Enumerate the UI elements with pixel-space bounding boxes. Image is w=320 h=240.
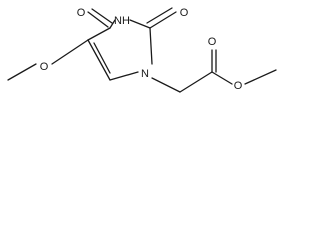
bond-n1-ch2	[151, 77, 181, 93]
bonds	[7, 7, 277, 93]
bond-ch2-c	[179, 71, 213, 93]
atom-label-nh: NH	[114, 15, 130, 27]
bond-c4-o-b	[91, 8, 113, 24]
bond-c5-c6	[87, 39, 111, 81]
atom-labels: NH N O O O O O	[40, 7, 243, 92]
bond-c2-o-b	[146, 7, 173, 24]
bond-c5-o	[51, 39, 89, 65]
bond-n3-c4	[109, 19, 116, 29]
atom-label-o-top-left: O	[77, 7, 86, 19]
bond-c-o-ether	[211, 71, 233, 85]
atom-label-o-ester-ether: O	[234, 80, 243, 92]
bond-c4-c5	[87, 27, 111, 41]
bond-c6-n1	[109, 71, 139, 81]
atom-label-o-top-right: O	[180, 7, 189, 19]
bond-c2-n3	[129, 19, 151, 29]
atom-label-o-ester-carbonyl: O	[208, 36, 217, 48]
chemical-structure-diagram: NH N O O O O O	[7, 7, 277, 93]
bond-c4-o-a	[87, 11, 109, 28]
bond-o-methyl	[7, 63, 37, 81]
bond-c2-o-a	[149, 11, 177, 29]
bond-o-methyl-2	[244, 69, 277, 85]
bond-c5-c6-double	[93, 42, 111, 74]
bond-n1-c2	[149, 27, 153, 65]
atom-label-n1: N	[141, 68, 149, 80]
atom-label-o-methoxy: O	[40, 61, 49, 73]
